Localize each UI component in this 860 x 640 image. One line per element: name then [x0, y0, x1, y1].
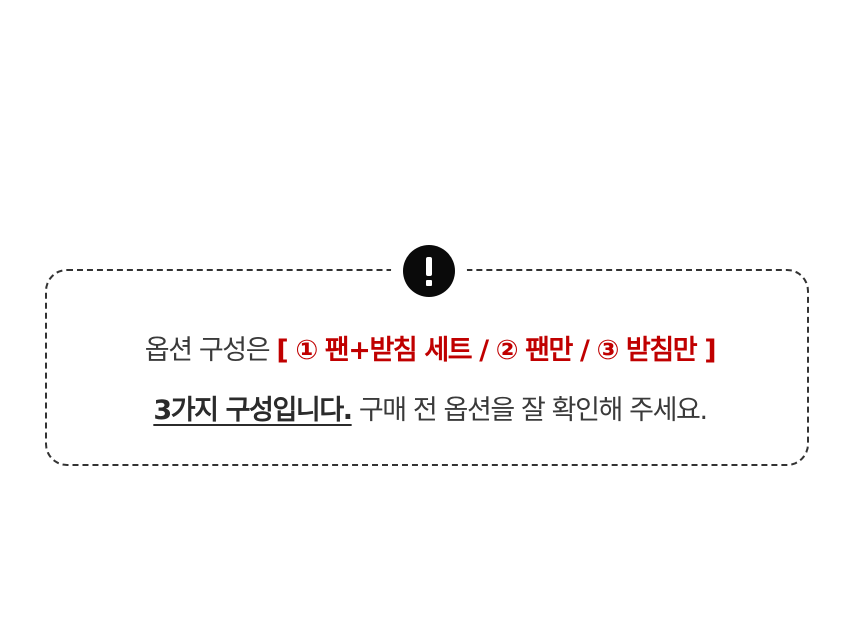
check-options-text: 구매 전 옵션을 잘 확인해 주세요.	[351, 395, 708, 426]
exclamation-icon	[403, 245, 455, 297]
options-prefix-text: 옵션 구성은	[144, 335, 277, 366]
options-count-text: 3가지 구성입니다.	[153, 395, 353, 426]
notice-line-options: 옵션 구성은 [ ① 팬+받침 세트 / ② 팬만 / ③ 받침만 ]	[0, 331, 860, 371]
options-list-text: [ ① 팬+받침 세트 / ② 팬만 / ③ 받침만 ]	[276, 335, 716, 366]
notice-line-warning: 3가지 구성입니다. 구매 전 옵션을 잘 확인해 주세요.	[0, 391, 860, 431]
